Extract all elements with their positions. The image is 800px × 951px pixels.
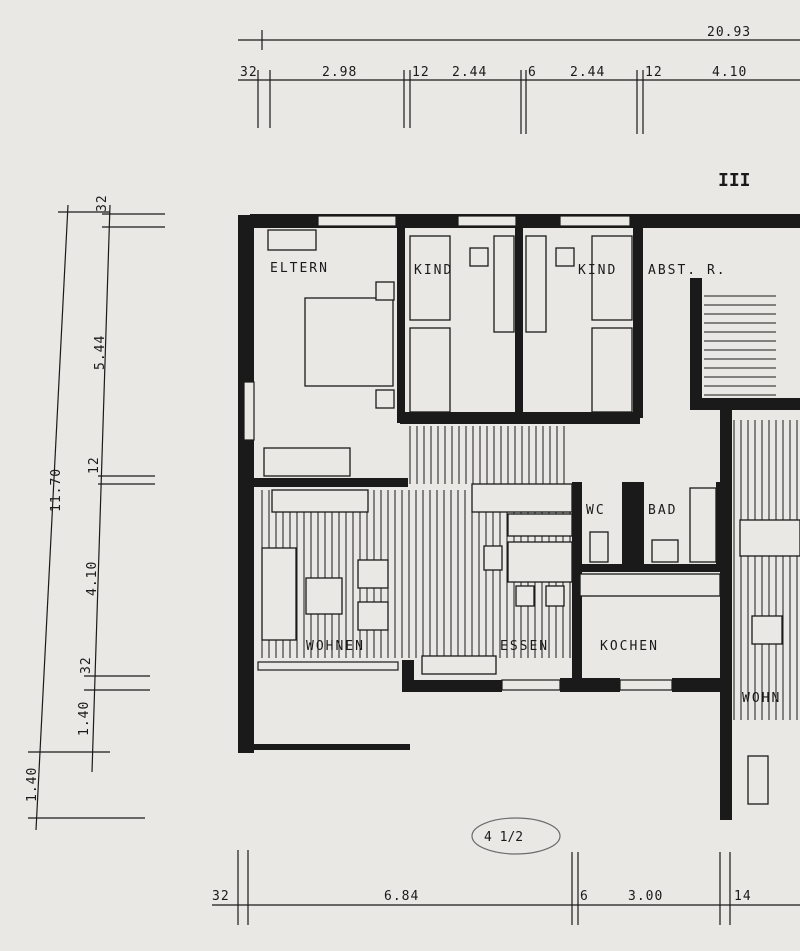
room-eltern: ELTERN xyxy=(270,261,329,276)
room-wohnen-neighbor: WOHN xyxy=(742,691,781,706)
room-wohnen: WOHNEN xyxy=(306,639,365,654)
floor-marker: III xyxy=(718,170,751,191)
dim-top-7: 12 xyxy=(645,65,663,80)
walls xyxy=(238,214,800,820)
dim-left-4: 4.10 xyxy=(85,561,100,596)
unit-note: 4 1/2 xyxy=(484,830,523,845)
dim-left-1: 32 xyxy=(95,194,110,212)
room-wc: WC xyxy=(586,503,606,518)
unit-note-circle xyxy=(471,817,561,855)
dim-bottom-2: 6.84 xyxy=(384,889,419,904)
dim-top-6: 2.44 xyxy=(570,65,605,80)
dim-top-5: 6 xyxy=(528,65,537,80)
dim-bottom-1: 32 xyxy=(212,889,230,904)
room-kind-2: KIND xyxy=(578,263,617,278)
dim-left-6: 1.40 xyxy=(77,701,92,736)
room-essen: ESSEN xyxy=(500,639,549,654)
labels: III 20.93 32 2.98 12 2.44 6 2.44 12 4.10… xyxy=(25,25,781,904)
dim-left-total: 11.70 xyxy=(49,468,64,512)
dim-top-4: 2.44 xyxy=(452,65,487,80)
dim-top-2: 2.98 xyxy=(322,65,357,80)
dim-left-3: 12 xyxy=(87,456,102,474)
dim-top-1: 32 xyxy=(240,65,258,80)
dim-bottom-3: 6 xyxy=(580,889,589,904)
dim-top-3: 12 xyxy=(412,65,430,80)
dim-top-total: 20.93 xyxy=(707,25,751,40)
room-kochen: KOCHEN xyxy=(600,639,659,654)
windows xyxy=(243,215,673,691)
room-abstellraum: ABST. R. xyxy=(648,263,727,278)
dim-left-outer: 1.40 xyxy=(25,767,40,802)
dim-bottom-4: 3.00 xyxy=(628,889,663,904)
dim-left-5: 32 xyxy=(79,656,94,674)
room-kind-1: KIND xyxy=(414,263,453,278)
dimension-lines xyxy=(28,30,800,925)
dim-bottom-5: 14 xyxy=(734,889,752,904)
room-bad: BAD xyxy=(648,503,677,518)
furniture xyxy=(261,229,800,805)
dim-left-2: 5.44 xyxy=(93,335,108,370)
dim-top-8: 4.10 xyxy=(712,65,747,80)
